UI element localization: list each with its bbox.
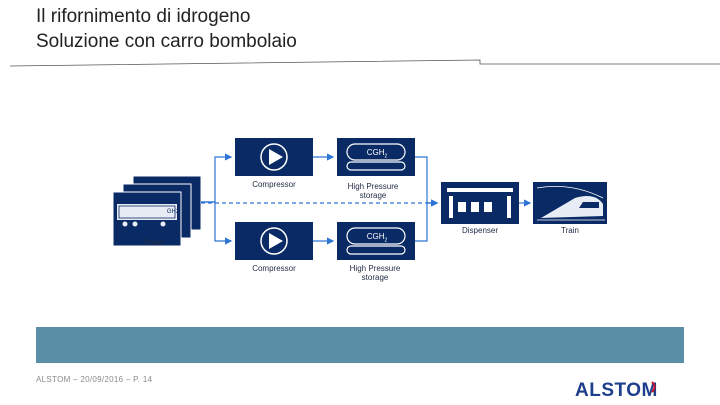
svg-text:ALSTOM: ALSTOM <box>575 380 658 400</box>
alstom-logo: ALSTOM <box>575 380 658 400</box>
compressor-top-icon <box>235 138 313 176</box>
train-label: Train <box>561 226 579 235</box>
storage-top-label: High Pressure storage <box>347 182 399 200</box>
tank-bottom-text: CGH2 <box>366 232 388 244</box>
diagram-graphics <box>112 138 607 260</box>
trailer-label: Trailer <box>141 238 165 247</box>
slide-title-line-2: Soluzione con carro bombolaio <box>36 31 297 52</box>
slide-title-line-1: Il rifornimento di idrogeno <box>36 6 251 27</box>
title-divider <box>10 59 720 67</box>
hydrogen-refueling-diagram: GH2 CGH2 CGH2 Trailer Compressor Compres… <box>105 132 615 292</box>
flow-connectors <box>201 153 532 245</box>
storage-bottom-label: High Pressure storage <box>349 264 401 282</box>
content-banner <box>36 327 684 363</box>
tank-top-text: CGH2 <box>366 148 388 160</box>
dispenser-icon <box>441 182 519 224</box>
trailer-plate-text: GH2 <box>166 209 180 215</box>
compressor-bottom-icon <box>235 222 313 260</box>
footer-date: ALSTOM – 20/09/2016 – P. 14 <box>36 375 153 384</box>
trailer-stack <box>112 175 202 247</box>
compressor-bottom-label: Compressor <box>252 264 296 273</box>
compressor-top-label: Compressor <box>252 180 296 189</box>
storage-bottom-icon <box>337 222 415 260</box>
train-icon <box>533 182 607 224</box>
dispenser-label: Dispenser <box>461 226 498 235</box>
storage-top-icon <box>337 138 415 176</box>
